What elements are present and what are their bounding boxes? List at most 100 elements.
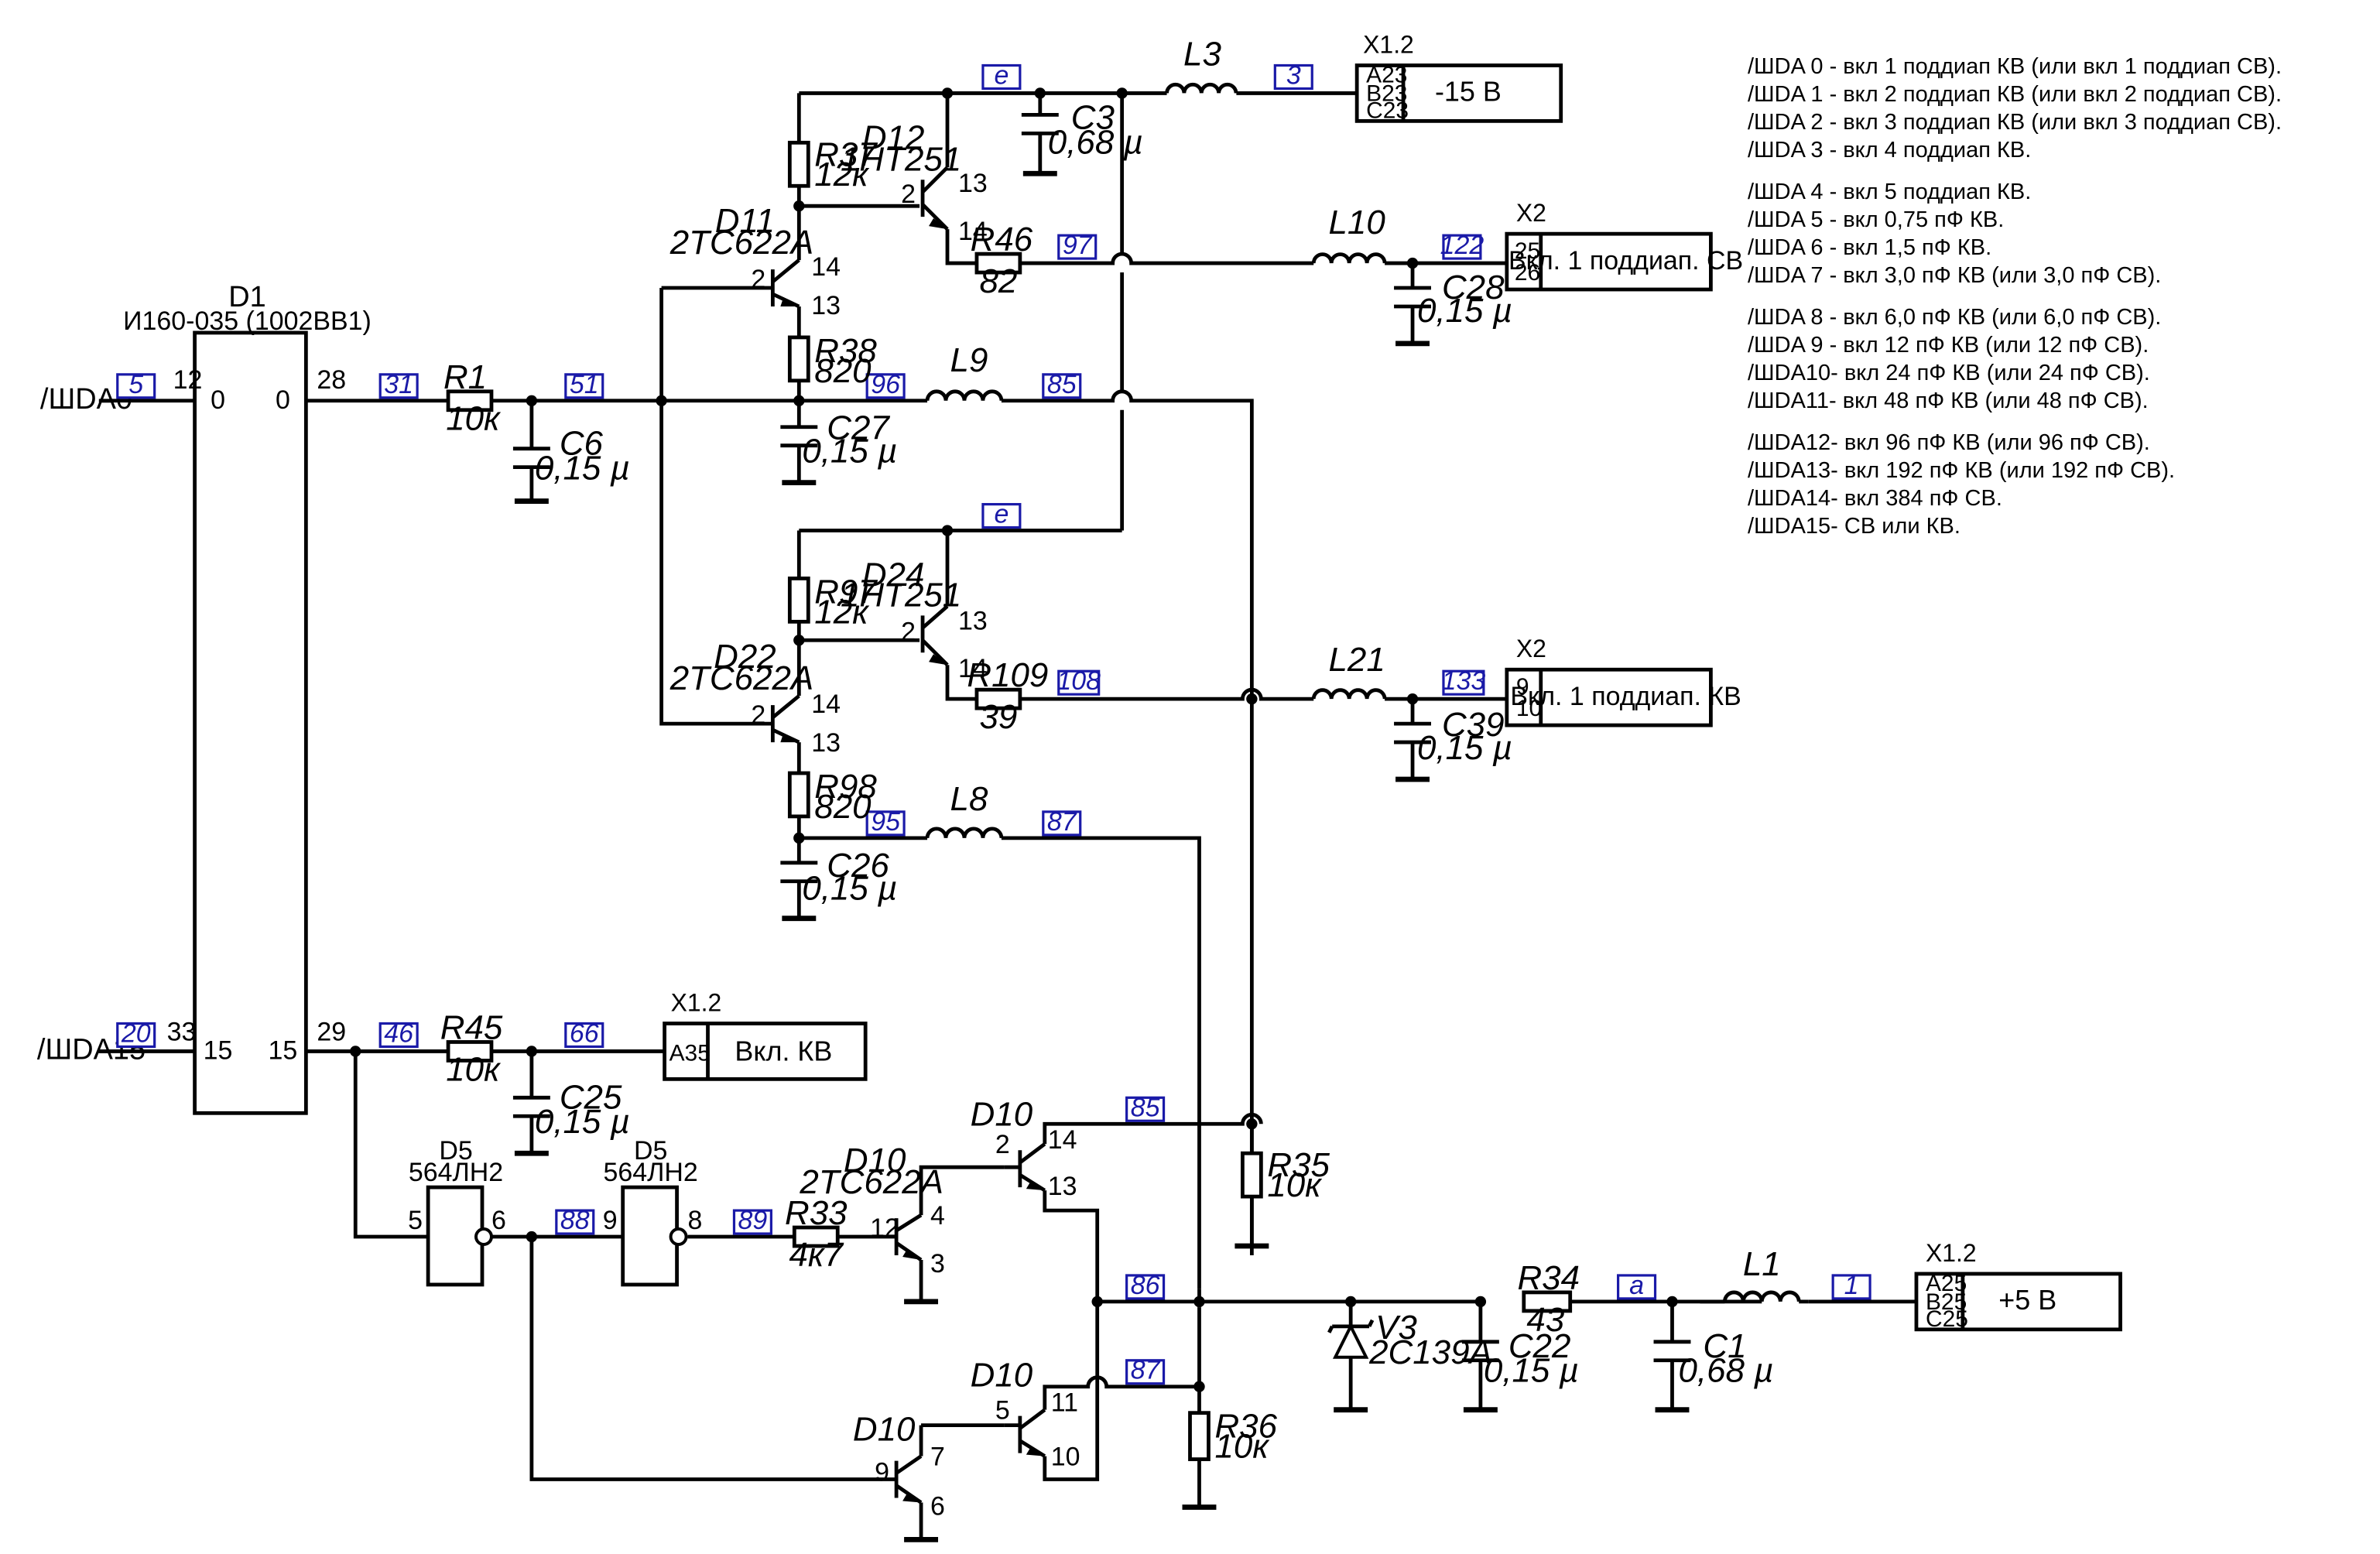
net-label: 96 <box>865 370 906 399</box>
svg-text:R35: R35 <box>1267 1146 1330 1184</box>
svg-text:10к: 10к <box>1267 1166 1323 1204</box>
svg-text:2ТС622А: 2ТС622А <box>669 224 814 262</box>
svg-text:D10: D10 <box>971 1357 1033 1395</box>
svg-text:1: 1 <box>1844 1271 1859 1300</box>
notes-legend: /ШDA 0 - вкл 1 поддиап КВ (или вкл 1 под… <box>1748 53 2367 540</box>
net-label: 89 <box>732 1206 772 1235</box>
chip-d1-a15: 15 <box>204 1035 233 1065</box>
wires <box>98 91 1916 1540</box>
svg-text:X1.2: X1.2 <box>671 989 722 1017</box>
svg-text:14: 14 <box>1048 1125 1077 1155</box>
net-label: 85 <box>1042 370 1082 399</box>
svg-text:97: 97 <box>1063 231 1093 260</box>
svg-text:3: 3 <box>1286 60 1301 90</box>
net-labels: 5 31 51 e 3 97 122 96 85 e 108 133 95 87… <box>116 60 1871 1385</box>
svg-text:108: 108 <box>1056 666 1101 696</box>
svg-text:L1: L1 <box>1743 1245 1781 1283</box>
net-label: 66 <box>564 1018 604 1048</box>
svg-text:10: 10 <box>1516 696 1542 721</box>
resistor-r98: R98 820 <box>787 768 877 826</box>
svg-text:R97: R97 <box>814 573 878 611</box>
svg-text:B23: B23 <box>1366 80 1407 106</box>
transistor-d10b: D10 2 14 13 <box>971 1095 1077 1201</box>
svg-text:D10: D10 <box>853 1411 916 1449</box>
pin-33: 33 <box>167 1017 197 1046</box>
resistor-r45: R45 10к <box>440 1008 503 1088</box>
svg-text:C23: C23 <box>1366 98 1409 123</box>
net-label: 122 <box>1440 231 1485 260</box>
svg-text:R34: R34 <box>1517 1259 1580 1297</box>
svg-text:0,15 µ: 0,15 µ <box>535 1103 630 1141</box>
svg-text:e: e <box>994 60 1009 90</box>
resistor-r109: R109 39 <box>967 656 1048 736</box>
svg-text:2: 2 <box>751 265 765 294</box>
transistor-d24: D24 1НТ251 2 13 14 <box>841 556 988 683</box>
inductor-l10: L10 <box>1311 204 1387 264</box>
capacitor-c26: C26 0,15 µ <box>780 847 897 919</box>
connector-x12-minus15: X1.2 A23 B23 C23 -15 В <box>1354 31 1563 123</box>
svg-text:D5: D5 <box>634 1136 667 1166</box>
svg-text:12к: 12к <box>814 156 870 193</box>
note-line: /ШDA10- вкл 24 пФ КВ (или 24 пФ СВ). <box>1748 361 2150 385</box>
net-label: a <box>1617 1271 1657 1300</box>
svg-text:R33: R33 <box>785 1194 848 1232</box>
inductor-l21: L21 <box>1311 641 1387 700</box>
svg-text:C1: C1 <box>1703 1327 1746 1365</box>
junctions <box>350 87 1678 1392</box>
svg-text:46: 46 <box>384 1018 413 1048</box>
svg-text:10к: 10к <box>1214 1428 1270 1466</box>
svg-text:9: 9 <box>603 1206 618 1235</box>
resistor-r38: R38 820 <box>787 332 877 390</box>
svg-text:C27: C27 <box>827 409 890 447</box>
svg-text:2ТС622А: 2ТС622А <box>669 659 814 697</box>
svg-text:10: 10 <box>1051 1443 1080 1472</box>
net-label: 3 <box>1273 60 1313 90</box>
svg-text:6: 6 <box>491 1206 506 1235</box>
svg-text:25: 25 <box>1515 238 1540 264</box>
svg-text:13: 13 <box>1048 1172 1077 1201</box>
note-line: /ШDA 1 - вкл 2 поддиап КВ (или вкл 2 под… <box>1748 82 2282 107</box>
net-label: 31 <box>378 370 419 399</box>
svg-text:6: 6 <box>930 1491 945 1521</box>
svg-text:82: 82 <box>979 262 1017 300</box>
net-label: 86 <box>1125 1271 1166 1300</box>
transistors: D12 1НТ251 2 13 14 D11 2ТС622А 2 14 13 D… <box>669 118 1080 1521</box>
svg-text:95: 95 <box>871 807 900 837</box>
net-label: 1 <box>1831 1271 1871 1300</box>
svg-text:0,15 µ: 0,15 µ <box>1417 292 1512 330</box>
chip-d1-b15: 15 <box>269 1035 298 1065</box>
svg-text:9: 9 <box>875 1458 889 1487</box>
net-label: 20 <box>116 1018 156 1048</box>
capacitor-c27: C27 0,15 µ <box>780 409 897 483</box>
svg-text:D10: D10 <box>971 1095 1033 1133</box>
net-label: 88 <box>555 1206 595 1235</box>
note-line: /ШDA 6 - вкл 1,5 пФ КВ. <box>1748 235 1992 260</box>
resistor-r35: R35 10к <box>1240 1146 1330 1204</box>
net-label: 51 <box>564 370 604 399</box>
resistor-r34: R34 43 <box>1517 1259 1580 1339</box>
capacitor-c25: C25 0,15 µ <box>513 1078 630 1153</box>
transistor-d10c: D10 5 11 10 <box>971 1357 1080 1472</box>
svg-text:e: e <box>994 500 1009 529</box>
svg-text:0,15 µ: 0,15 µ <box>1484 1352 1579 1390</box>
net-label: e <box>981 500 1022 529</box>
svg-text:Вкл. 1 поддиап. КВ: Вкл. 1 поддиап. КВ <box>1510 682 1741 711</box>
svg-text:D10: D10 <box>844 1142 906 1179</box>
svg-text:R109: R109 <box>967 656 1048 694</box>
svg-text:D24: D24 <box>862 556 925 594</box>
connector-x2-sv: X2 25 26 Вкл. 1 поддиап. СВ <box>1505 199 1743 292</box>
net-label: 46 <box>378 1018 419 1048</box>
svg-text:31: 31 <box>384 370 413 399</box>
resistor-r36: R36 10к <box>1188 1408 1278 1466</box>
svg-text:96: 96 <box>871 370 900 399</box>
svg-text:A23: A23 <box>1366 62 1407 87</box>
svg-text:R45: R45 <box>440 1008 503 1046</box>
inductors: L3 L10 L9 L21 L8 L1 <box>925 35 1801 1302</box>
svg-text:R46: R46 <box>971 221 1033 258</box>
svg-text:85: 85 <box>1131 1093 1160 1122</box>
svg-text:R98: R98 <box>814 768 877 806</box>
svg-text:2: 2 <box>995 1130 1010 1159</box>
svg-text:C6: C6 <box>560 425 604 463</box>
svg-text:14: 14 <box>811 690 841 719</box>
